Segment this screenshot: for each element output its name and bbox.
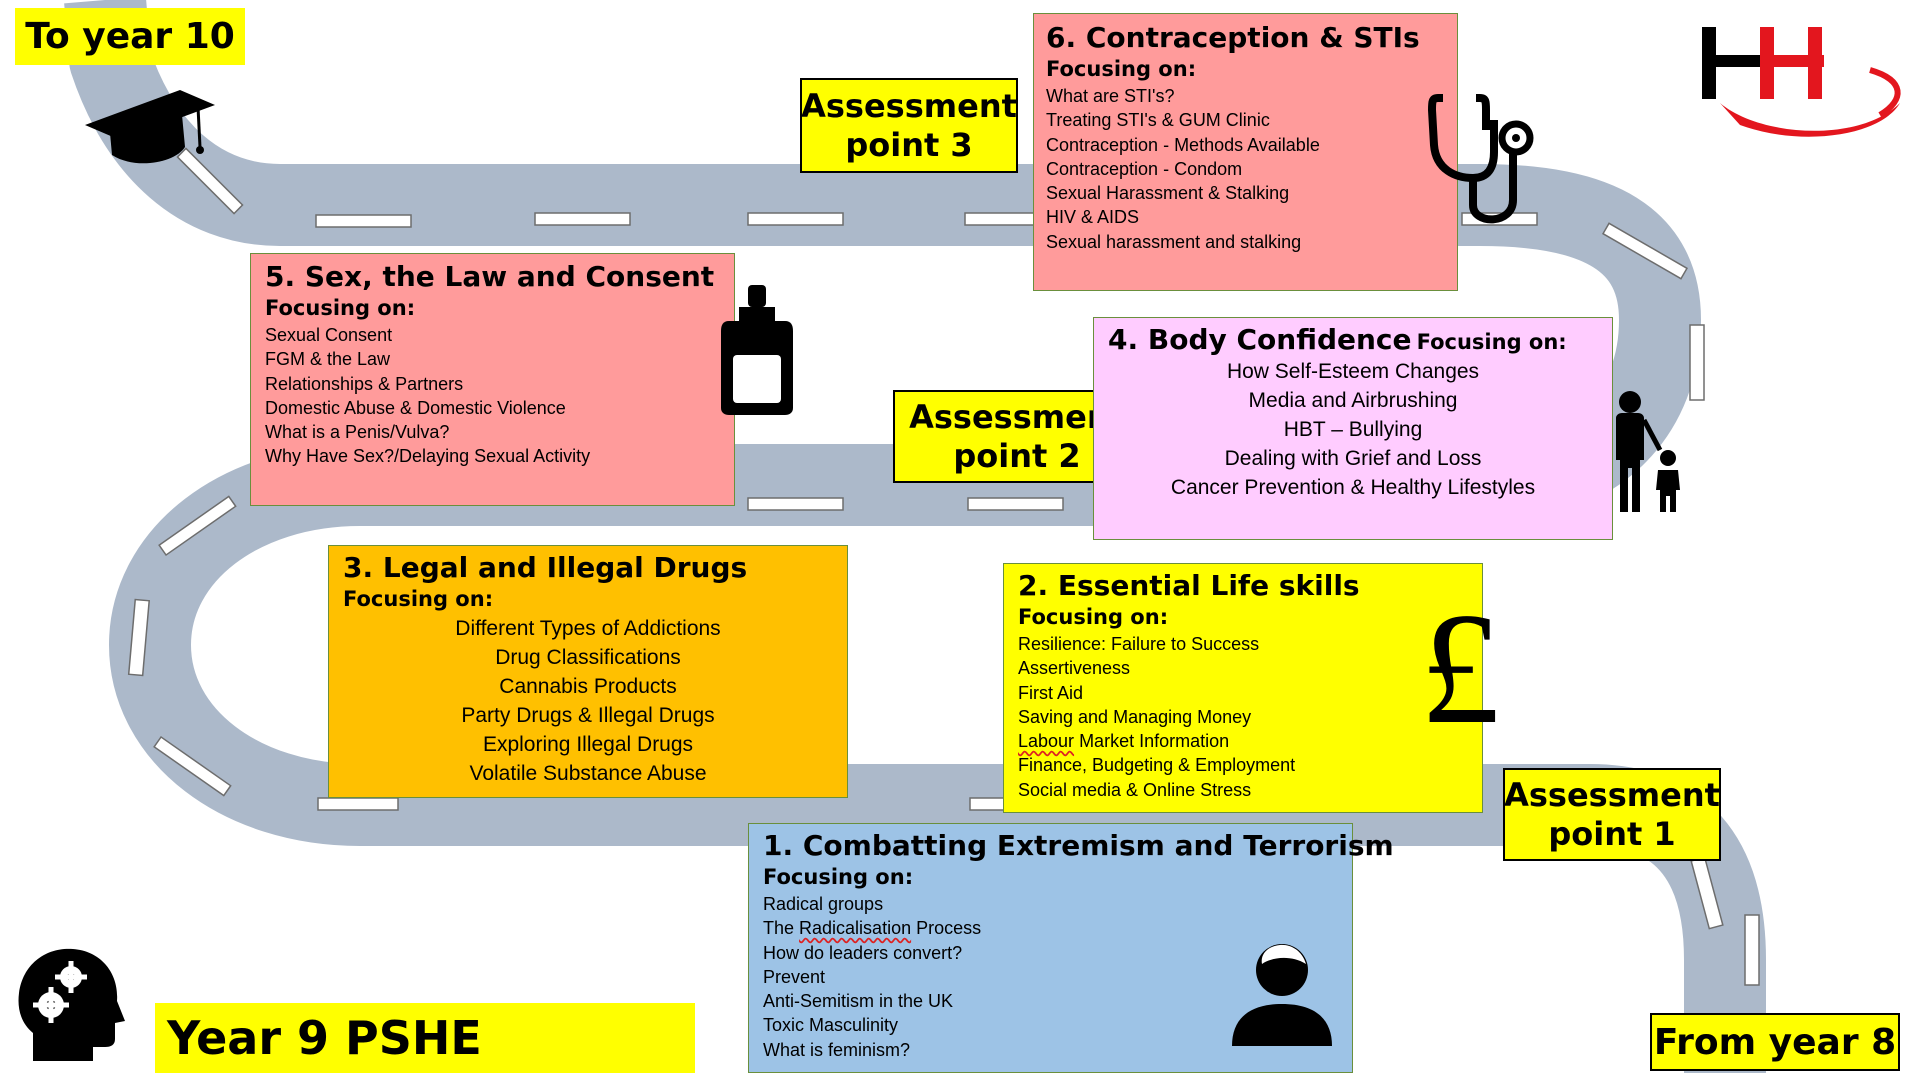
topic-3-box: 3. Legal and Illegal Drugs Focusing on: …	[328, 545, 848, 798]
topic-4-title: 4. Body Confidence	[1108, 323, 1412, 356]
topic-6-box: 6. Contraception & STIs Focusing on: Wha…	[1033, 13, 1458, 291]
list-item: Contraception - Condom	[1046, 158, 1243, 179]
parent-child-icon	[1616, 391, 1680, 512]
list-item: Radical groups	[763, 894, 884, 914]
topic-3-title: 3. Legal and Illegal Drugs	[343, 551, 748, 584]
topic-6-title: 6. Contraception & STIs	[1046, 21, 1420, 54]
topic-2-focus: Focusing on:	[1018, 605, 1169, 629]
topic-2-title: 2. Essential Life skills	[1018, 569, 1360, 602]
topic-2-box: 2. Essential Life skills Focusing on: Re…	[1003, 563, 1483, 813]
bottle-icon	[721, 285, 793, 415]
list-item: Assertiveness	[1018, 658, 1131, 679]
topic-1-list: Radical groups The Radicalisation Proces…	[763, 892, 1338, 1062]
graduation-cap-icon	[85, 90, 215, 164]
list-item: How Self-Esteem Changes	[1226, 360, 1480, 383]
list-item: The Radicalisation Process	[763, 918, 982, 939]
list-item: What is feminism?	[763, 1039, 911, 1060]
list-item: FGM & the Law	[265, 349, 391, 370]
topic-5-focus: Focusing on:	[265, 296, 416, 320]
topic-4-focus: Focusing on:	[1416, 330, 1567, 354]
list-item: Exploring Illegal Drugs	[482, 733, 694, 756]
list-item: Why Have Sex?/Delaying Sexual Activity	[265, 446, 591, 467]
list-item: HIV & AIDS	[1046, 207, 1140, 228]
topic-5-title: 5. Sex, the Law and Consent	[265, 260, 715, 293]
list-item: Saving and Managing Money	[1018, 706, 1252, 727]
stethoscope-icon	[1428, 94, 1534, 224]
road-markings	[127, 147, 1760, 986]
topic-5-box: 5. Sex, the Law and Consent Focusing on:…	[250, 253, 735, 506]
list-item: Media and Airbrushing	[1248, 389, 1458, 412]
list-item: Party Drugs & Illegal Drugs	[461, 704, 715, 727]
list-item: Sexual Consent	[265, 325, 393, 345]
list-item: How do leaders convert?	[763, 942, 963, 963]
list-item: What are STI's?	[1046, 86, 1175, 106]
list-item: Different Types of Addictions	[455, 617, 721, 640]
list-item: Finance, Budgeting & Employment	[1018, 755, 1296, 776]
topic-1-box: 1. Combatting Extremism and Terrorism Fo…	[748, 823, 1394, 1073]
list-item: Anti-Semitism in the UK	[763, 991, 954, 1012]
topic-6-list: What are STI's? Treating STI's & GUM Cli…	[1046, 84, 1445, 254]
from-year-label: From year 8	[1650, 1013, 1900, 1071]
list-item: First Aid	[1018, 682, 1084, 703]
topic-4-box: 4. Body Confidence Focusing on: How Self…	[1093, 317, 1613, 540]
topic-1-focus: Focusing on:	[763, 865, 914, 889]
assessment-point-3: Assessment point 3	[800, 78, 1018, 173]
topic-4-list: How Self-Esteem Changes Media and Airbru…	[1108, 357, 1598, 502]
list-item: Dealing with Grief and Loss	[1224, 447, 1482, 470]
topic-4-heading: 4. Body Confidence Focusing on:	[1108, 324, 1598, 357]
list-item: What is a Penis/Vulva?	[265, 422, 450, 443]
topic-3-list: Different Types of Addictions Drug Class…	[343, 614, 833, 788]
list-item: Social media & Online Stress	[1018, 779, 1252, 800]
topic-3-focus: Focusing on:	[343, 587, 494, 611]
list-item: Cancer Prevention & Healthy Lifestyles	[1170, 476, 1536, 499]
list-item: Relationships & Partners	[265, 373, 464, 394]
topic-6-focus: Focusing on:	[1046, 57, 1197, 81]
topic-1-title: 1. Combatting Extremism and Terrorism	[763, 829, 1394, 862]
list-item: Drug Classifications	[495, 646, 681, 669]
list-item: Sexual harassment and stalking	[1046, 231, 1302, 252]
list-item: Sexual Harassment & Stalking	[1046, 183, 1290, 204]
pound-sign-icon: £	[1420, 579, 1500, 757]
list-item: Labour Market Information	[1018, 731, 1230, 752]
list-item: Treating STI's & GUM Clinic	[1046, 110, 1270, 131]
school-logo	[1702, 27, 1901, 137]
topic-2-list: Resilience: Failure to Success Assertive…	[1018, 632, 1468, 802]
list-item: Toxic Masculinity	[763, 1015, 899, 1036]
list-item: Resilience: Failure to Success	[1018, 634, 1260, 654]
assessment-point-1: Assessment point 1	[1503, 768, 1721, 861]
list-item: Domestic Abuse & Domestic Violence	[265, 397, 566, 418]
brain-gears-icon	[18, 948, 125, 1061]
person-icon	[1232, 944, 1332, 1046]
list-item: Cannabis Products	[499, 675, 677, 698]
list-item: Prevent	[763, 966, 826, 987]
main-title: Year 9 PSHE	[155, 1003, 695, 1073]
list-item: Contraception - Methods Available	[1046, 134, 1320, 155]
topic-5-list: Sexual Consent FGM & the Law Relationshi…	[265, 323, 720, 469]
list-item: HBT – Bullying	[1283, 418, 1423, 441]
to-year-label: To year 10	[15, 8, 245, 65]
list-item: Volatile Substance Abuse	[469, 762, 707, 785]
